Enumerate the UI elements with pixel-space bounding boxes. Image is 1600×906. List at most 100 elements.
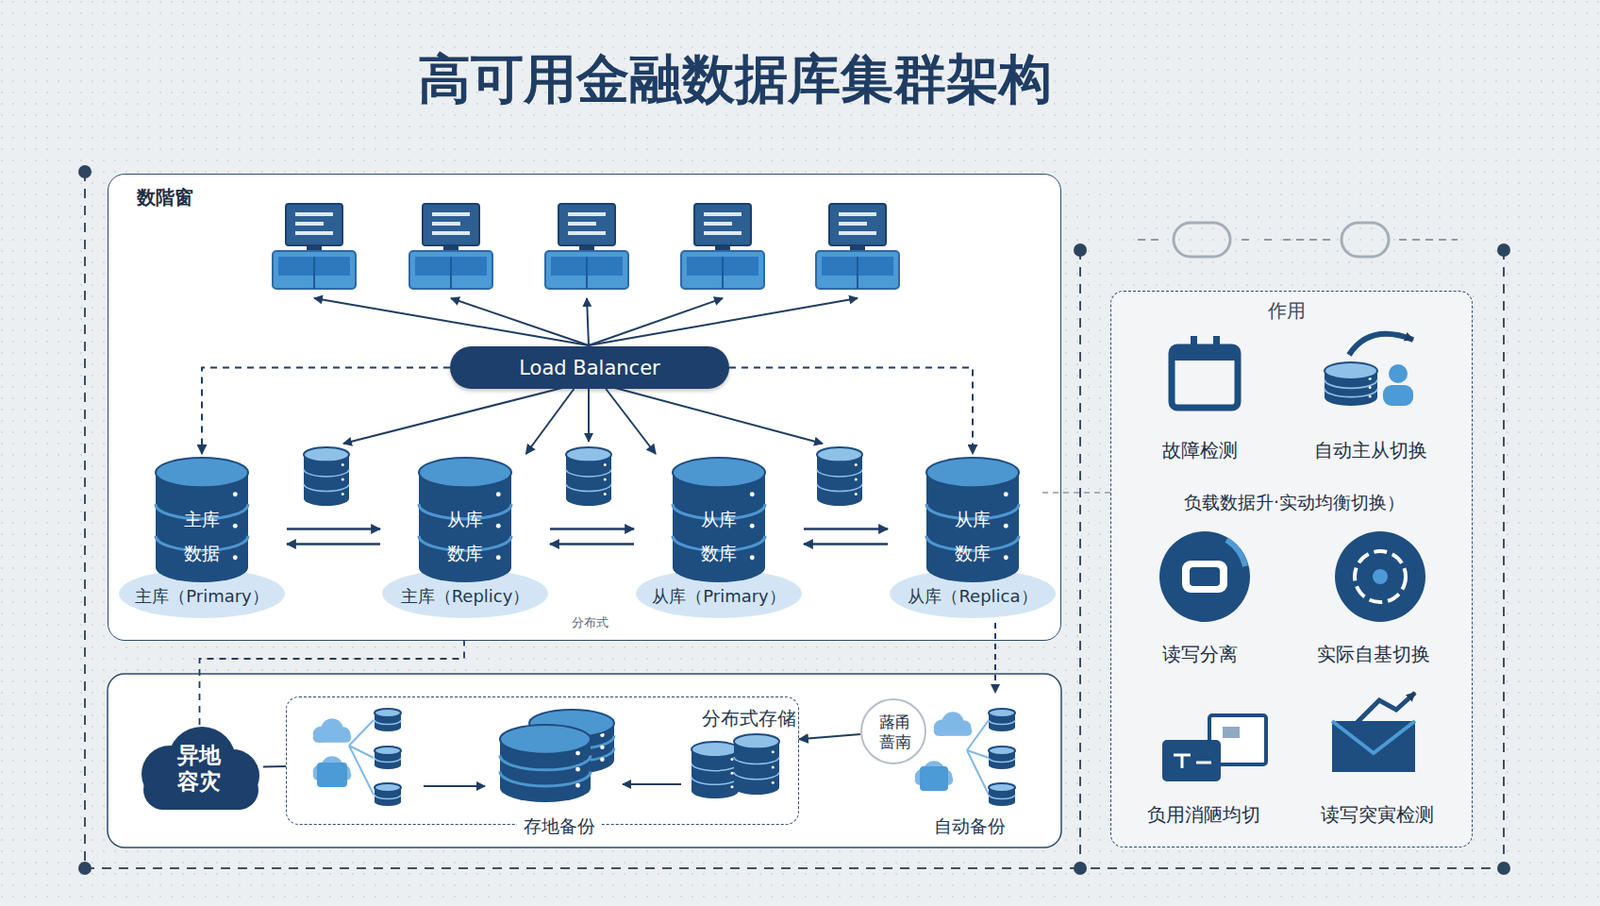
screen-line xyxy=(567,221,597,226)
cylinder-dot xyxy=(1368,394,1372,398)
cylinder-band xyxy=(374,719,401,724)
cloud-part xyxy=(915,774,954,784)
leader-line xyxy=(349,719,374,746)
label-text: Load Balancer xyxy=(457,355,722,381)
tray-slot xyxy=(550,256,623,276)
tray-slot xyxy=(278,256,350,276)
cylinder-top xyxy=(529,709,615,737)
label-text: 自动备份 xyxy=(917,815,1022,837)
screen-line xyxy=(432,212,470,217)
server-box xyxy=(919,766,949,791)
cylinder-top xyxy=(691,741,739,757)
cylinder-body xyxy=(566,454,612,506)
tray-divider xyxy=(856,256,859,289)
cylinder-band xyxy=(988,719,1016,724)
connector-line xyxy=(286,527,381,531)
connector-line xyxy=(729,367,973,455)
tray-divider xyxy=(313,256,316,289)
cylinder-top xyxy=(374,708,401,717)
label-text: 从库（Replica） xyxy=(889,585,1056,607)
leader-line xyxy=(588,298,723,346)
cylinder-body xyxy=(418,472,512,583)
panel-box: 数階窗Load Balancer主库数据主库（Primary）从库数库主库（Re… xyxy=(107,173,1062,641)
leader-line xyxy=(966,750,989,758)
cylinder-dot xyxy=(341,478,345,482)
cylinder-dot xyxy=(603,463,607,467)
label-text: 数库 xyxy=(930,542,1016,565)
server-icon xyxy=(272,203,356,289)
cylinder-body xyxy=(303,454,350,506)
screen-line xyxy=(567,231,606,235)
cylinder-dot xyxy=(1003,491,1009,497)
cylinder-dot xyxy=(1368,385,1372,389)
cloud-part xyxy=(313,726,330,743)
leader-line xyxy=(588,298,858,346)
tray xyxy=(545,250,629,289)
tray xyxy=(681,250,765,289)
leader-line xyxy=(343,387,563,444)
cylinder-body xyxy=(500,738,591,802)
cylinder-top xyxy=(500,724,591,754)
cloud-part xyxy=(335,726,351,742)
cylinder-band xyxy=(374,757,401,762)
cylinder-body xyxy=(988,750,1016,769)
leader-line xyxy=(349,745,374,795)
cloud-part xyxy=(320,755,343,778)
connector-line xyxy=(200,640,466,725)
frame-dot xyxy=(78,861,92,875)
decor-pill xyxy=(1341,222,1389,257)
cloud-part xyxy=(956,719,972,735)
switch-icon xyxy=(1334,531,1426,622)
label-text: 负用消陋均切 xyxy=(1123,802,1284,826)
cylinder-dot xyxy=(341,463,345,467)
cylinder-band xyxy=(988,794,1016,799)
cylinder-dot xyxy=(854,478,858,482)
leader-line xyxy=(349,745,374,758)
tray xyxy=(816,250,900,289)
label-text: 从库 xyxy=(676,508,762,531)
cloud-icon xyxy=(915,760,954,784)
person-head xyxy=(1388,364,1408,384)
cylinder-top xyxy=(566,447,612,462)
connector xyxy=(201,367,450,455)
label-text: 数库 xyxy=(422,542,508,565)
cloud-part xyxy=(933,719,950,736)
frame-line xyxy=(1080,250,1504,868)
load-balancer: Load Balancer xyxy=(450,346,730,389)
label-text: 分布式 xyxy=(551,615,628,631)
connector-line xyxy=(803,527,888,531)
cylinder-dot xyxy=(233,491,238,497)
cloud-part xyxy=(313,769,352,780)
cylinder-top xyxy=(155,457,249,487)
connector xyxy=(605,388,656,454)
monitor-icon xyxy=(1209,715,1267,765)
label-text: 实际自基切换 xyxy=(1293,642,1454,666)
cylinder-dot xyxy=(233,554,238,560)
label-text: 存地备份 xyxy=(516,815,602,837)
cylinder-band xyxy=(691,763,739,771)
cylinder-top xyxy=(418,457,512,487)
cylinder-dot xyxy=(341,492,345,496)
stand xyxy=(306,245,322,253)
cloud-part xyxy=(313,732,352,742)
cylinder-top xyxy=(733,733,780,749)
node-shape xyxy=(135,724,264,812)
connector xyxy=(729,367,973,455)
leader-line xyxy=(966,750,989,795)
cylinder-band xyxy=(529,748,615,762)
stand xyxy=(443,245,459,253)
connector-line xyxy=(263,765,286,768)
screen-line xyxy=(703,212,742,217)
cylinder-body xyxy=(733,741,780,795)
rw-icon-core xyxy=(1189,566,1220,586)
chart-arrow xyxy=(1356,692,1416,723)
cylinder-dot xyxy=(731,771,734,775)
cylinder-dot xyxy=(496,554,501,560)
connector xyxy=(286,529,381,545)
stand xyxy=(715,245,731,253)
database-node: 从库数库从库（Replica） xyxy=(887,453,1058,619)
tray xyxy=(409,250,493,289)
cylinder-band xyxy=(733,771,780,780)
cylinder-body xyxy=(691,749,739,799)
